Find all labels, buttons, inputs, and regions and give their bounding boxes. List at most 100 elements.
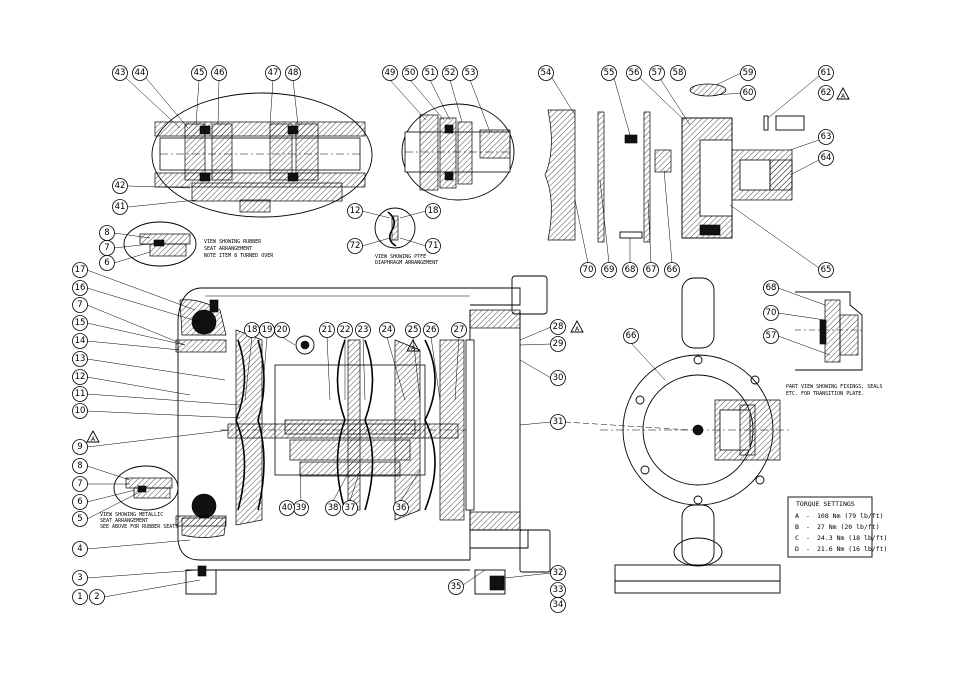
svg-text:14: 14 [75, 336, 86, 346]
svg-text:SEE ABOVE FOR RUBBER SEATS: SEE ABOVE FOR RUBBER SEATS [100, 524, 178, 530]
svg-text:40: 40 [282, 503, 293, 513]
svg-text:38: 38 [328, 503, 339, 513]
svg-text:12: 12 [350, 206, 361, 216]
svg-text:8: 8 [104, 228, 109, 238]
svg-text:27 Nm (20 lb/ft): 27 Nm (20 lb/ft) [817, 523, 880, 531]
torque-title: TORQUE SETTINGS [796, 500, 855, 508]
svg-text:41: 41 [115, 202, 126, 212]
view-notes: VIEW SHOWING RUBBER SEAT ARRANGEMENT NOT… [100, 239, 882, 530]
svg-text:44: 44 [135, 68, 146, 78]
svg-text:67: 67 [646, 265, 657, 275]
svg-text:28: 28 [553, 322, 564, 332]
svg-text:9: 9 [77, 442, 82, 452]
svg-text:12: 12 [75, 372, 86, 382]
svg-text:49: 49 [385, 68, 396, 78]
svg-text:70: 70 [766, 308, 777, 318]
svg-text:46: 46 [214, 68, 225, 78]
svg-text:43: 43 [115, 68, 126, 78]
svg-text:25: 25 [408, 325, 419, 335]
part-view-transition-plate [795, 291, 863, 371]
svg-text:57: 57 [766, 331, 777, 341]
svg-text:C: C [795, 534, 799, 542]
warning-triangles: A A A A [86, 87, 850, 443]
svg-text:8: 8 [77, 461, 82, 471]
svg-text:17: 17 [75, 265, 86, 275]
svg-text:-: - [806, 534, 810, 542]
svg-text:62: 62 [821, 88, 832, 98]
svg-text:11: 11 [75, 389, 86, 399]
svg-text:ETC. FOR TRANSITION PLATE.: ETC. FOR TRANSITION PLATE. [786, 391, 864, 397]
svg-text:58: 58 [673, 68, 684, 78]
svg-text:A: A [91, 436, 96, 443]
svg-text:10: 10 [75, 406, 86, 416]
svg-text:39: 39 [296, 503, 307, 513]
svg-text:68: 68 [625, 265, 636, 275]
svg-text:24: 24 [382, 325, 393, 335]
svg-text:20: 20 [277, 325, 288, 335]
svg-text:7: 7 [77, 300, 82, 310]
svg-text:4: 4 [77, 544, 82, 554]
svg-text:48: 48 [288, 68, 299, 78]
svg-text:32: 32 [553, 568, 564, 578]
svg-text:108 Nm (79 lb/ft): 108 Nm (79 lb/ft) [817, 512, 884, 520]
top-left-detail-ellipse [151, 92, 373, 218]
svg-text:51: 51 [425, 68, 436, 78]
svg-text:1: 1 [77, 592, 82, 602]
svg-text:13: 13 [75, 354, 86, 364]
rubber-seat-detail [123, 221, 197, 267]
svg-text:A: A [795, 512, 799, 520]
svg-text:56: 56 [629, 68, 640, 78]
svg-text:50: 50 [405, 68, 416, 78]
svg-text:22: 22 [340, 325, 351, 335]
svg-text:34: 34 [553, 600, 564, 610]
svg-text:B: B [795, 523, 799, 531]
svg-text:SEAT ARRANGEMENT: SEAT ARRANGEMENT [204, 246, 252, 252]
svg-text:37: 37 [345, 503, 356, 513]
svg-text:A: A [575, 326, 580, 333]
svg-text:35: 35 [451, 582, 462, 592]
svg-text:47: 47 [268, 68, 279, 78]
svg-text:2: 2 [94, 592, 99, 602]
svg-text:23: 23 [358, 325, 369, 335]
svg-text:53: 53 [465, 68, 476, 78]
metallic-seat-detail [113, 465, 179, 511]
svg-text:33: 33 [553, 585, 564, 595]
svg-text:A: A [841, 93, 846, 100]
svg-text:-: - [806, 545, 810, 553]
svg-text:70: 70 [583, 265, 594, 275]
svg-text:57: 57 [652, 68, 663, 78]
svg-text:VIEW SHOWING PTFE: VIEW SHOWING PTFE [375, 254, 426, 260]
svg-text:69: 69 [604, 265, 615, 275]
svg-text:66: 66 [626, 331, 637, 341]
svg-text:68: 68 [766, 283, 777, 293]
svg-text:19: 19 [262, 325, 273, 335]
svg-text:A: A [411, 345, 416, 352]
svg-text:65: 65 [821, 265, 832, 275]
svg-text:26: 26 [426, 325, 437, 335]
svg-text:6: 6 [104, 258, 109, 268]
svg-text:7: 7 [104, 243, 109, 253]
svg-text:61: 61 [821, 68, 832, 78]
ptfe-diaphragm-detail [374, 207, 416, 249]
svg-text:59: 59 [743, 68, 754, 78]
svg-text:64: 64 [821, 153, 832, 163]
svg-text:45: 45 [194, 68, 205, 78]
svg-text:31: 31 [553, 417, 564, 427]
svg-text:-: - [806, 523, 810, 531]
svg-text:6: 6 [77, 497, 82, 507]
svg-text:7: 7 [77, 479, 82, 489]
svg-text:NOTE ITEM 8 TURNED OVER: NOTE ITEM 8 TURNED OVER [204, 253, 274, 259]
svg-text:16: 16 [75, 283, 86, 293]
svg-text:5: 5 [77, 514, 82, 524]
svg-text:63: 63 [821, 132, 832, 142]
svg-text:VIEW SHOWING METALLIC: VIEW SHOWING METALLIC [100, 512, 163, 518]
main-section-view [175, 275, 551, 595]
leader-lines [86, 72, 831, 598]
svg-text:30: 30 [553, 373, 564, 383]
svg-text:D: D [795, 545, 799, 553]
part-balloons: 43 44 45 46 47 48 49 50 51 52 53 54 55 5… [72, 65, 834, 613]
svg-text:21.6 Nm (16 lb/ft): 21.6 Nm (16 lb/ft) [817, 545, 887, 553]
svg-text:VIEW SHOWING RUBBER: VIEW SHOWING RUBBER [204, 239, 262, 245]
svg-text:SEAT ARRANGEMENT: SEAT ARRANGEMENT [100, 518, 148, 524]
